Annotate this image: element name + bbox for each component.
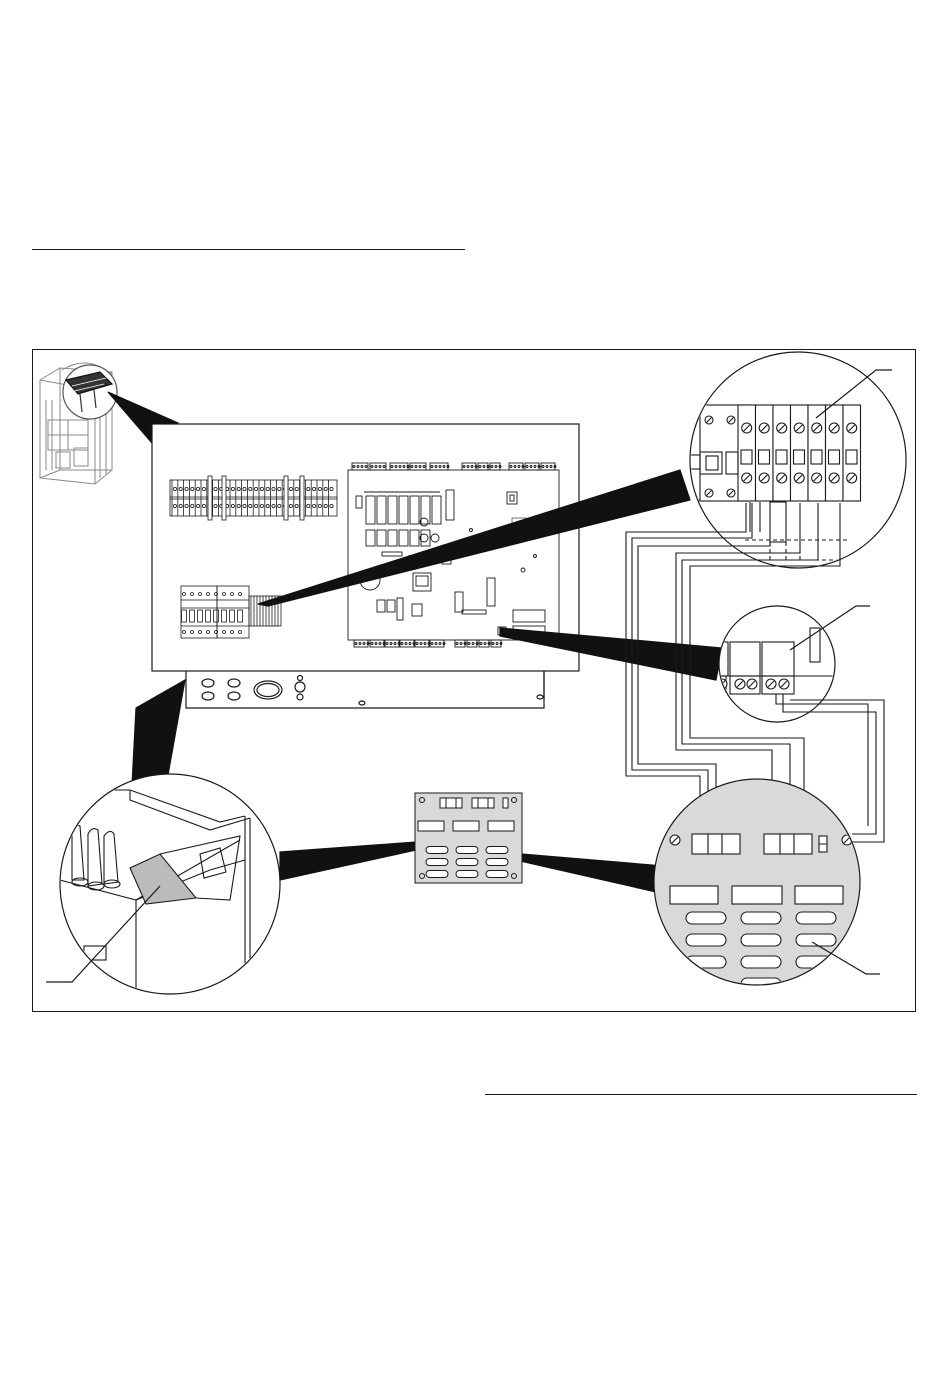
control-box-main-panel bbox=[152, 424, 579, 708]
slot bbox=[741, 934, 781, 946]
accessory-board bbox=[415, 793, 522, 883]
slot bbox=[796, 912, 836, 924]
slot bbox=[486, 871, 508, 878]
slot bbox=[426, 847, 448, 854]
slot bbox=[456, 859, 478, 866]
callout-wedge-cable-entry bbox=[132, 680, 185, 785]
slot bbox=[796, 978, 836, 990]
slot bbox=[486, 859, 508, 866]
relay-terminal-detail bbox=[712, 606, 870, 722]
accessory-board-detail bbox=[654, 779, 880, 990]
slot bbox=[486, 847, 508, 854]
cable-entry-detail bbox=[46, 774, 280, 1000]
slot bbox=[456, 871, 478, 878]
slot bbox=[426, 859, 448, 866]
slot bbox=[456, 847, 478, 854]
slot bbox=[741, 956, 781, 968]
slot bbox=[686, 912, 726, 924]
terminal-strip-detail bbox=[686, 352, 906, 568]
slot bbox=[741, 912, 781, 924]
callout-wedge-board-left bbox=[280, 842, 416, 880]
callout-wedge-board-right bbox=[498, 852, 664, 892]
slot bbox=[426, 871, 448, 878]
slot bbox=[686, 978, 726, 990]
slot bbox=[686, 934, 726, 946]
